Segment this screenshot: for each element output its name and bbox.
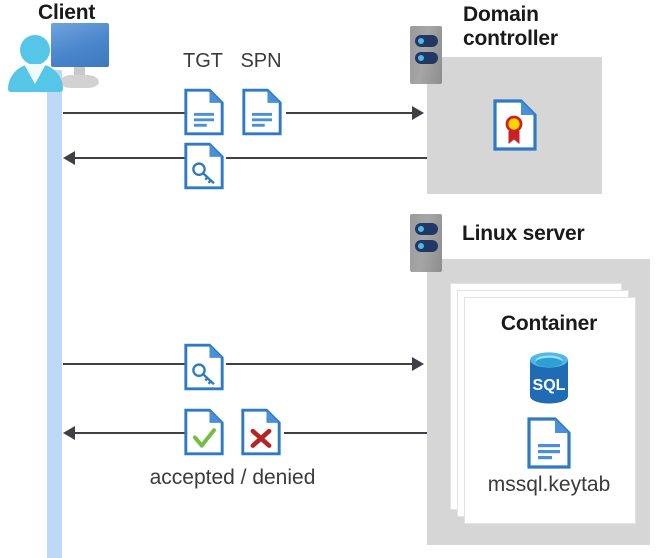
accepted-denied-caption: accepted / denied [149, 466, 316, 489]
rack-dot-top [418, 38, 424, 44]
message-result-line-right [284, 432, 427, 434]
client-label: Client [38, 1, 96, 24]
accepted-document-icon [184, 406, 224, 458]
monitor-stand-base [60, 75, 99, 88]
keytab-document-icon [527, 417, 571, 469]
spn-document-icon [242, 86, 282, 138]
certificate-document-icon [493, 99, 537, 151]
keytab-filename-label: mssql.keytab [487, 473, 611, 496]
client-icon [8, 22, 109, 92]
message-request-line-left [63, 112, 185, 114]
key-document-icon [184, 341, 224, 393]
message-ticket-arrowhead [63, 151, 75, 165]
message-present-line-left [63, 363, 185, 365]
key-document-icon [184, 140, 224, 192]
person-head [20, 35, 50, 65]
rack-pill-top [415, 223, 438, 235]
tgt-document-icon [184, 86, 224, 138]
linux-server-label: Linux server [462, 222, 585, 245]
message-request-arrowhead [412, 106, 424, 120]
svg-text:SQL: SQL [533, 377, 566, 394]
rack-dot-bottom [418, 243, 424, 249]
domain-controller-label-line2: controller [463, 27, 558, 50]
tgt-label: TGT [183, 50, 223, 72]
denied-document-icon [241, 406, 281, 458]
monitor-screen [51, 23, 109, 67]
message-present-arrowhead [412, 357, 424, 371]
client-lifeline [47, 70, 62, 558]
monitor-stand-neck [74, 67, 85, 78]
message-request-line-right [286, 112, 420, 114]
spn-label: SPN [240, 50, 282, 72]
domain-controller-server-icon [410, 26, 442, 84]
rack-pill-bottom [415, 240, 438, 252]
linux-server-server-icon [410, 214, 442, 272]
message-result-line-left [74, 432, 185, 434]
message-result-arrowhead [63, 426, 75, 440]
rack-dot-top [418, 226, 424, 232]
sql-database-icon: SQL [524, 350, 574, 406]
message-ticket-line-right [226, 157, 427, 159]
container-label: Container [500, 312, 598, 335]
rack-pill-top [415, 35, 438, 47]
message-present-line-right [226, 363, 420, 365]
container-card-front[interactable] [464, 297, 636, 524]
rack-pill-bottom [415, 52, 438, 64]
message-ticket-line-left [74, 157, 185, 159]
rack-dot-bottom [418, 55, 424, 61]
person-collar [24, 64, 46, 84]
domain-controller-label-line1: Domain [463, 3, 539, 26]
